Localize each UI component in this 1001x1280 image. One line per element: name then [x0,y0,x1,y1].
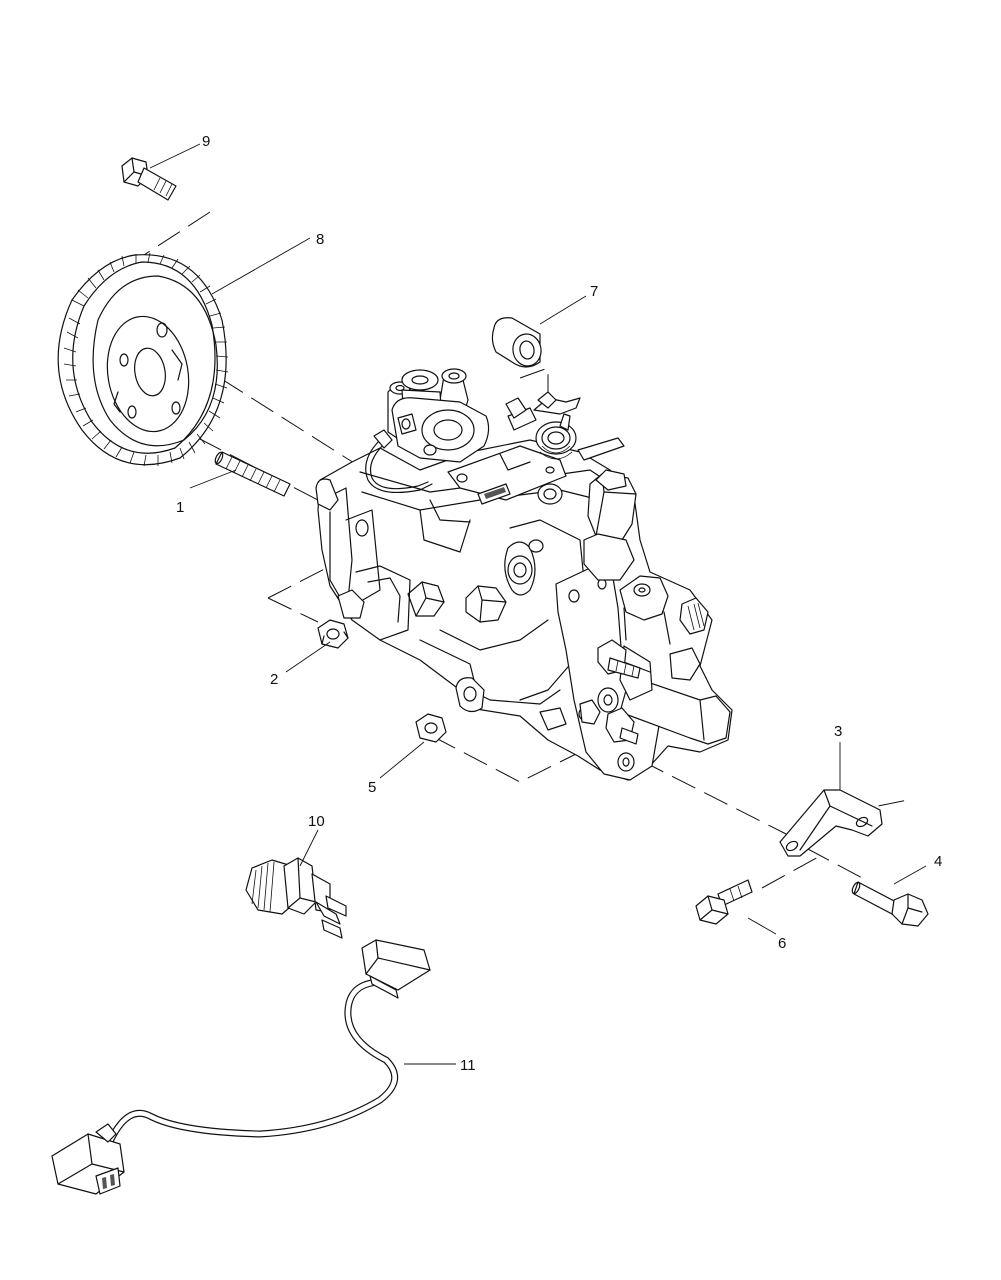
part-11-harness [51,939,431,1195]
callout-numbers: 9 8 7 1 2 3 5 10 4 6 11 [176,133,942,1074]
part-4-bolt [851,881,929,927]
part-5-nut [415,713,447,743]
callout-8: 8 [316,231,324,248]
callout-4: 4 [934,853,942,870]
part-1-stud [214,451,291,497]
part-3-bracket [779,789,883,857]
injection-pump-body [315,368,733,781]
callout-11: 11 [460,1057,476,1074]
part-8-gear [57,252,229,467]
part-9-bolt [121,157,177,201]
part-2-nut [317,619,349,649]
callout-2: 2 [270,671,278,688]
callout-1: 1 [176,499,184,516]
callout-5: 5 [368,779,376,796]
callout-6: 6 [778,935,786,952]
part-6-bolt [695,879,753,925]
part-10-switch [245,857,347,939]
part-7-bushing [491,317,542,368]
callout-10: 10 [308,813,325,830]
callout-leaders [149,143,927,1065]
callout-9: 9 [202,133,210,150]
callout-7: 7 [590,283,598,300]
callout-3: 3 [834,723,842,740]
